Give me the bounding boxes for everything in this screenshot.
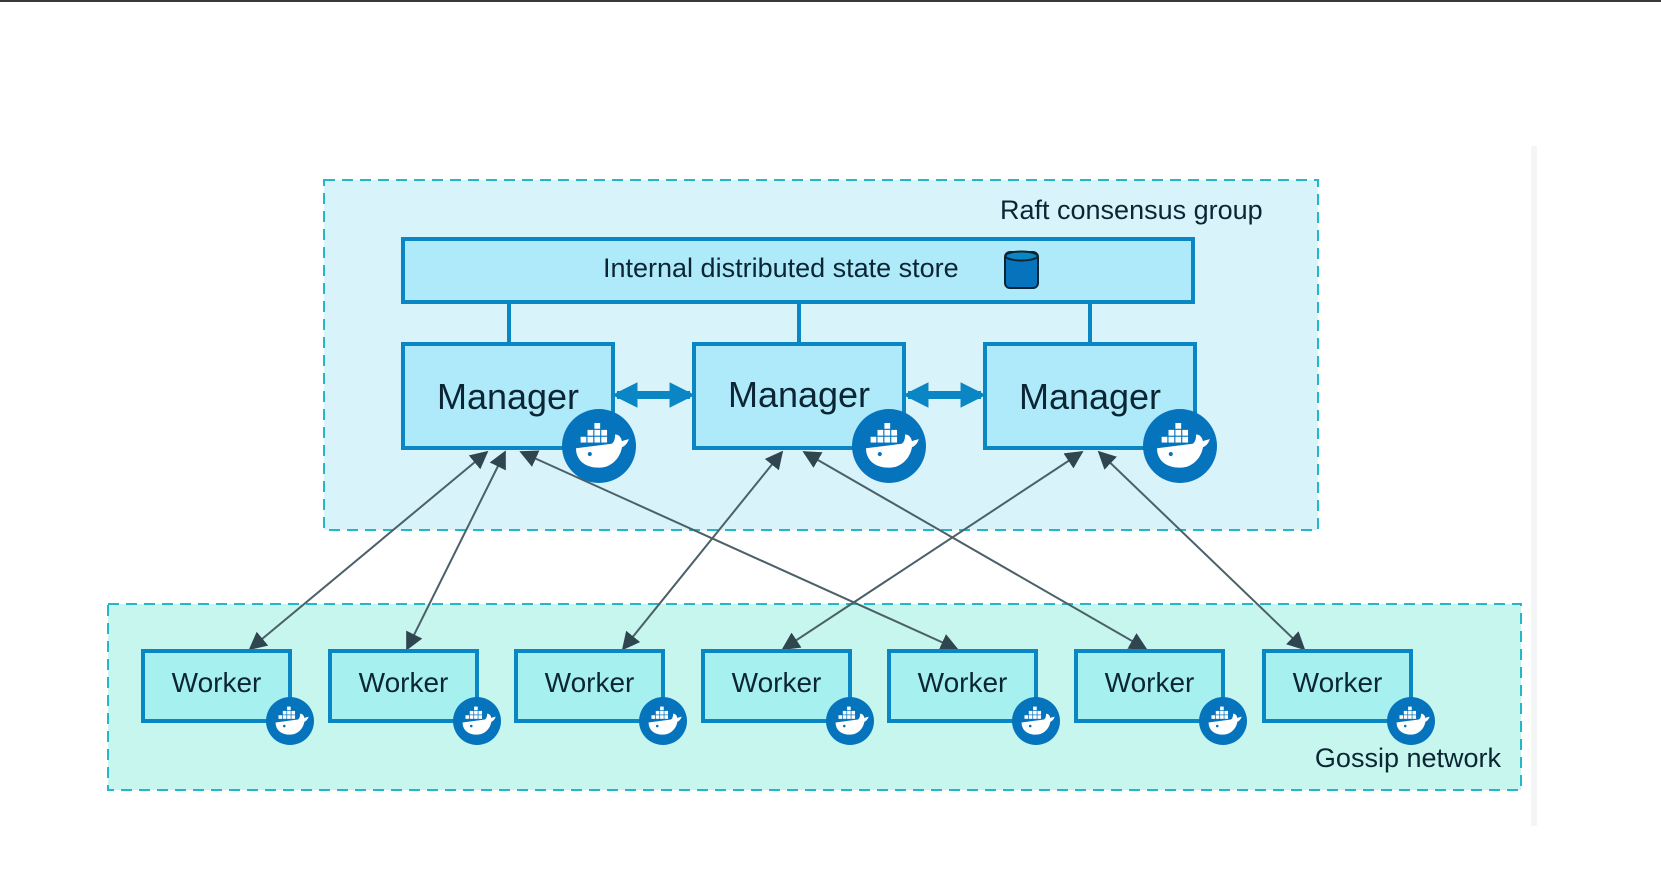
connector-6 <box>802 451 1148 650</box>
connector-2 <box>406 450 506 651</box>
worker-box-7 <box>1262 649 1413 723</box>
worker-box-5 <box>887 649 1038 723</box>
top-border-line <box>0 0 1661 2</box>
docker-whale-icon <box>826 697 874 745</box>
worker-label-6: Worker <box>1104 667 1195 698</box>
worker-label-1: Worker <box>171 667 262 698</box>
worker-boxes <box>141 649 1435 745</box>
docker-whale-icon <box>852 409 926 483</box>
worker-box-2 <box>328 649 479 723</box>
docker-whale-icon <box>1199 697 1247 745</box>
state-store-bar <box>401 237 1195 304</box>
worker-label-3: Worker <box>544 667 635 698</box>
docker-whale-icon <box>639 697 687 745</box>
raft-group-label: Raft consensus group <box>1000 195 1263 225</box>
worker-manager-connections <box>248 450 1306 651</box>
worker-box-4 <box>701 649 852 723</box>
worker-label-4: Worker <box>731 667 822 698</box>
docker-whale-icon <box>1387 697 1435 745</box>
connector-7 <box>1097 450 1306 651</box>
worker-label-2: Worker <box>358 667 449 698</box>
manager-label-2: Manager <box>727 374 871 415</box>
docker-whale-icon <box>1143 409 1217 483</box>
right-edge-strip <box>1531 146 1537 826</box>
worker-box-1 <box>141 649 292 723</box>
state-store-label: Internal distributed state store <box>603 253 959 283</box>
manager-label-3: Manager <box>1018 376 1162 417</box>
worker-box-3 <box>514 649 665 723</box>
docker-whale-icon <box>562 409 636 483</box>
docker-whale-icon <box>266 697 314 745</box>
database-icon <box>1004 250 1039 289</box>
gossip-network-label: Gossip network <box>1314 743 1501 773</box>
manager-label-1: Manager <box>436 376 580 417</box>
docker-whale-icon <box>453 697 501 745</box>
worker-label-7: Worker <box>1292 667 1383 698</box>
worker-box-6 <box>1074 649 1225 723</box>
docker-whale-icon <box>1012 697 1060 745</box>
worker-label-5: Worker <box>917 667 1008 698</box>
